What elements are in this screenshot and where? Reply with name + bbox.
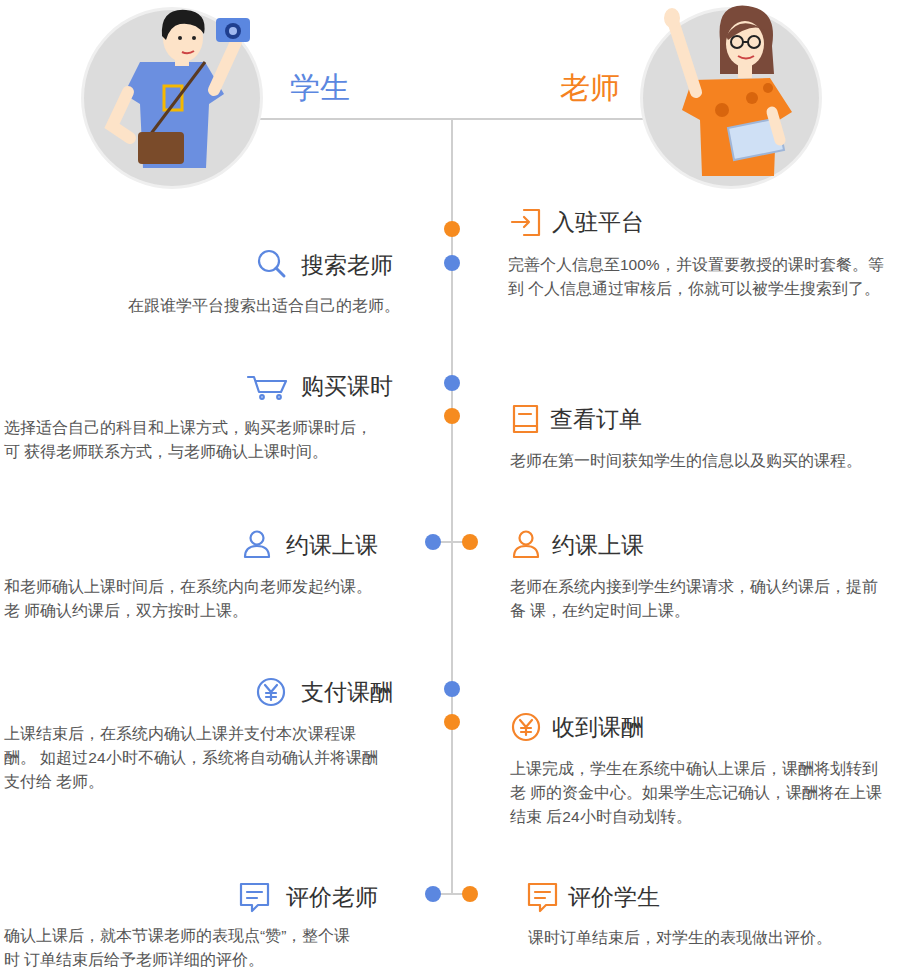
yen-icon (513, 714, 539, 740)
step-description-box: 上课完成，学生在系统中确认上课后，课酬将划转到老 师的资金中心。如果学生忘记确认… (510, 757, 890, 829)
yen-icon (258, 679, 284, 705)
step-description: 上课完成，学生在系统中确认上课后，课酬将划转到老 师的资金中心。如果学生忘记确认… (510, 757, 890, 829)
step-icons (241, 210, 556, 911)
step-description: 老师在系统内接到学生约课请求，确认约课后，提前备 课，在约定时间上课。 (510, 575, 890, 623)
step-description-box: 上课结束后，在系统内确认上课并支付本次课程课酬。 如超过24小时不确认，系统将自… (4, 722, 384, 794)
step-description: 和老师确认上课时间后，在系统内向老师发起约课。老 师确认约课后，双方按时上课。 (4, 575, 384, 623)
timeline (433, 119, 470, 894)
step-heading: 约课上课 (552, 530, 772, 560)
teacher-dot (462, 534, 478, 550)
step-description: 上课结束后，在系统内确认上课并支付本次课程课酬。 如超过24小时不确认，系统将自… (4, 722, 384, 794)
avatar-circle: 学生 (84, 10, 260, 186)
step-heading-box: 约课上课 (158, 530, 378, 560)
search-icon (259, 251, 284, 276)
teacher-illustration (0, 0, 904, 200)
teacher-dot (462, 886, 478, 902)
step-heading-box: 查看订单 (550, 404, 770, 434)
step-heading: 收到课酬 (552, 712, 772, 742)
step-description-box: 和老师确认上课时间后，在系统内向老师发起约课。老 师确认约课后，双方按时上课。 (4, 575, 384, 623)
teacher-dot (444, 221, 460, 237)
step-description-box: 确认上课后，就本节课老师的表现点“赞”，整个课时 订单结束后给予老师详细的评价。 (4, 924, 366, 972)
teacher-dot (444, 408, 460, 424)
order-icon (514, 406, 537, 432)
step-description: 在跟谁学平台搜索出适合自己的老师。 (20, 294, 400, 318)
cart-icon (248, 377, 286, 399)
connector-line (255, 118, 647, 120)
step-description-box: 选择适合自己的科目和上课方式，购买老师课时后，可 获得老师联系方式，与老师确认上… (4, 416, 384, 464)
person-icon (245, 532, 269, 558)
step-heading-box: 支付课酬 (173, 677, 393, 707)
step-description: 选择适合自己的科目和上课方式，购买老师课时后，可 获得老师联系方式，与老师确认上… (4, 416, 384, 464)
comment-icon (241, 884, 268, 911)
comment-icon (529, 884, 556, 911)
student-dot (444, 255, 460, 271)
step-heading: 评价学生 (568, 882, 788, 912)
step-heading: 购买课时 (173, 371, 393, 401)
timeline-dots (425, 221, 478, 902)
teacher-dot (444, 714, 460, 730)
student-dot (425, 534, 441, 550)
step-description-box: 在跟谁学平台搜索出适合自己的老师。 (20, 294, 400, 318)
step-heading-box: 约课上课 (552, 530, 772, 560)
enter-icon (512, 210, 539, 235)
step-heading: 入驻平台 (552, 207, 772, 237)
step-description: 确认上课后，就本节课老师的表现点“赞”，整个课时 订单结束后给予老师详细的评价。 (4, 924, 366, 972)
step-description: 老师在第一时间获知学生的信息以及购买的课程。 (510, 449, 890, 473)
step-heading: 约课上课 (158, 530, 378, 560)
step-heading-box: 评价老师 (158, 882, 378, 912)
role-title: 学生 (290, 70, 350, 106)
role-title: 老师 (560, 70, 620, 106)
step-heading: 支付课酬 (173, 677, 393, 707)
step-heading-box: 购买课时 (173, 371, 393, 401)
step-heading: 查看订单 (550, 404, 770, 434)
student-dot (425, 886, 441, 902)
step-description: 完善个人信息至100%，并设置要教授的课时套餐。等到 个人信息通过审核后，你就可… (508, 253, 898, 301)
step-heading: 评价老师 (158, 882, 378, 912)
student-dot (444, 375, 460, 391)
person-icon (514, 532, 538, 558)
step-description-box: 老师在第一时间获知学生的信息以及购买的课程。 (510, 449, 890, 473)
step-description-box: 完善个人信息至100%，并设置要教授的课时套餐。等到 个人信息通过审核后，你就可… (508, 253, 898, 301)
step-heading: 搜索老师 (173, 250, 393, 280)
avatar-circle: 老师 (643, 10, 819, 186)
step-description: 课时订单结束后，对学生的表现做出评价。 (528, 926, 888, 950)
step-heading-box: 搜索老师 (173, 250, 393, 280)
student-dot (444, 681, 460, 697)
step-heading-box: 评价学生 (568, 882, 788, 912)
step-heading-box: 入驻平台 (552, 207, 772, 237)
step-description-box: 课时订单结束后，对学生的表现做出评价。 (528, 926, 888, 950)
step-description-box: 老师在系统内接到学生约课请求，确认约课后，提前备 课，在约定时间上课。 (510, 575, 890, 623)
step-heading-box: 收到课酬 (552, 712, 772, 742)
